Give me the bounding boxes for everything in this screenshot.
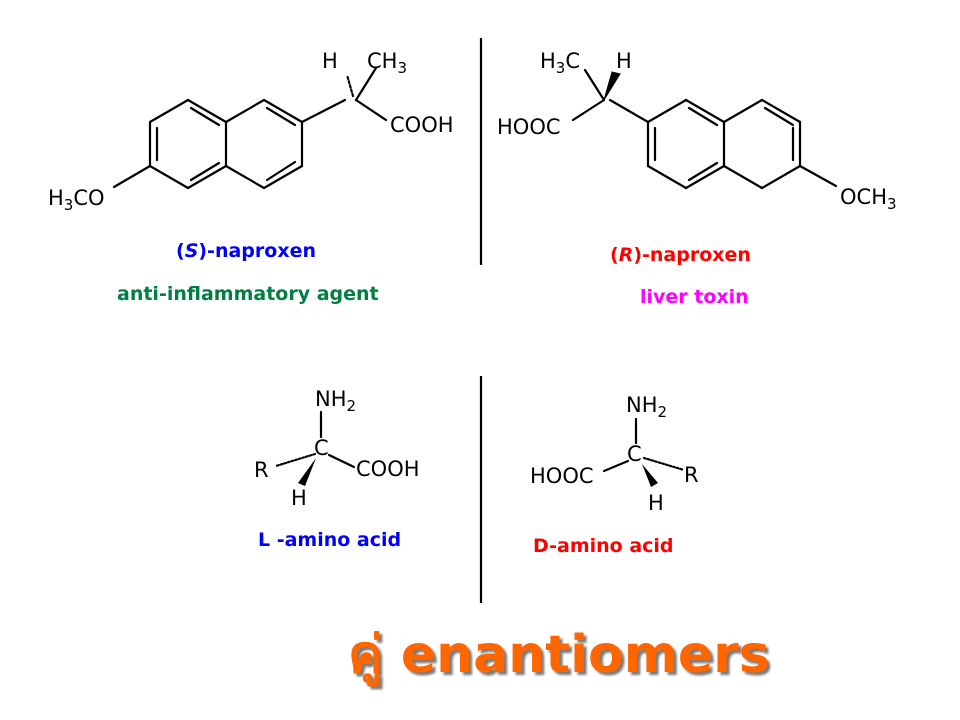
l-atom-cooh: COOH [356, 457, 420, 481]
d-atom-nh2: NH2 [626, 393, 667, 421]
s-naproxen-structure: H CH3 COOH H3CO [48, 49, 454, 214]
l-amino-acid-label: L -amino acid [258, 529, 402, 551]
r-naproxen-label: (R)-naproxen [610, 244, 751, 266]
r-atom-h: H [616, 49, 632, 73]
d-amino-acid-structure: NH2 C HOOC R H [530, 393, 699, 515]
l-atom-h: H [291, 486, 307, 510]
r-naproxen-bonds [571, 68, 838, 190]
s-naproxen-bonds [112, 66, 388, 190]
d-atom-r: R [684, 463, 699, 487]
r-naproxen-role: liver toxin [640, 286, 749, 308]
s-naproxen-role: anti-inflammatory agent [117, 283, 379, 305]
l-atom-r: R [254, 458, 269, 482]
r-naproxen-structure: H3C H HOOC OCH3 [497, 49, 897, 213]
d-atom-h: H [648, 491, 664, 515]
r-atom-och3: OCH3 [840, 185, 897, 213]
s-atom-cooh: COOH [390, 113, 454, 137]
d-amino-acid-bonds [602, 417, 686, 487]
r-atom-h3c: H3C [540, 49, 580, 77]
s-atom-h: H [322, 49, 338, 73]
slide-title: คู่ enantiomers [348, 625, 770, 685]
d-amino-acid-label: D-amino acid [533, 535, 674, 557]
l-amino-acid-bonds [274, 410, 356, 486]
s-naproxen-label: (S)-naproxen [176, 240, 316, 262]
s-atom-ch3: CH3 [367, 49, 407, 77]
l-amino-acid-structure: NH2 C R COOH H [254, 387, 420, 510]
r-atom-hooc: HOOC [497, 115, 561, 139]
s-atom-och3: H3CO [48, 186, 105, 214]
l-atom-c: C [314, 436, 329, 460]
d-atom-c: C [627, 442, 642, 466]
d-atom-hooc: HOOC [530, 464, 594, 488]
l-atom-nh2: NH2 [315, 387, 356, 415]
